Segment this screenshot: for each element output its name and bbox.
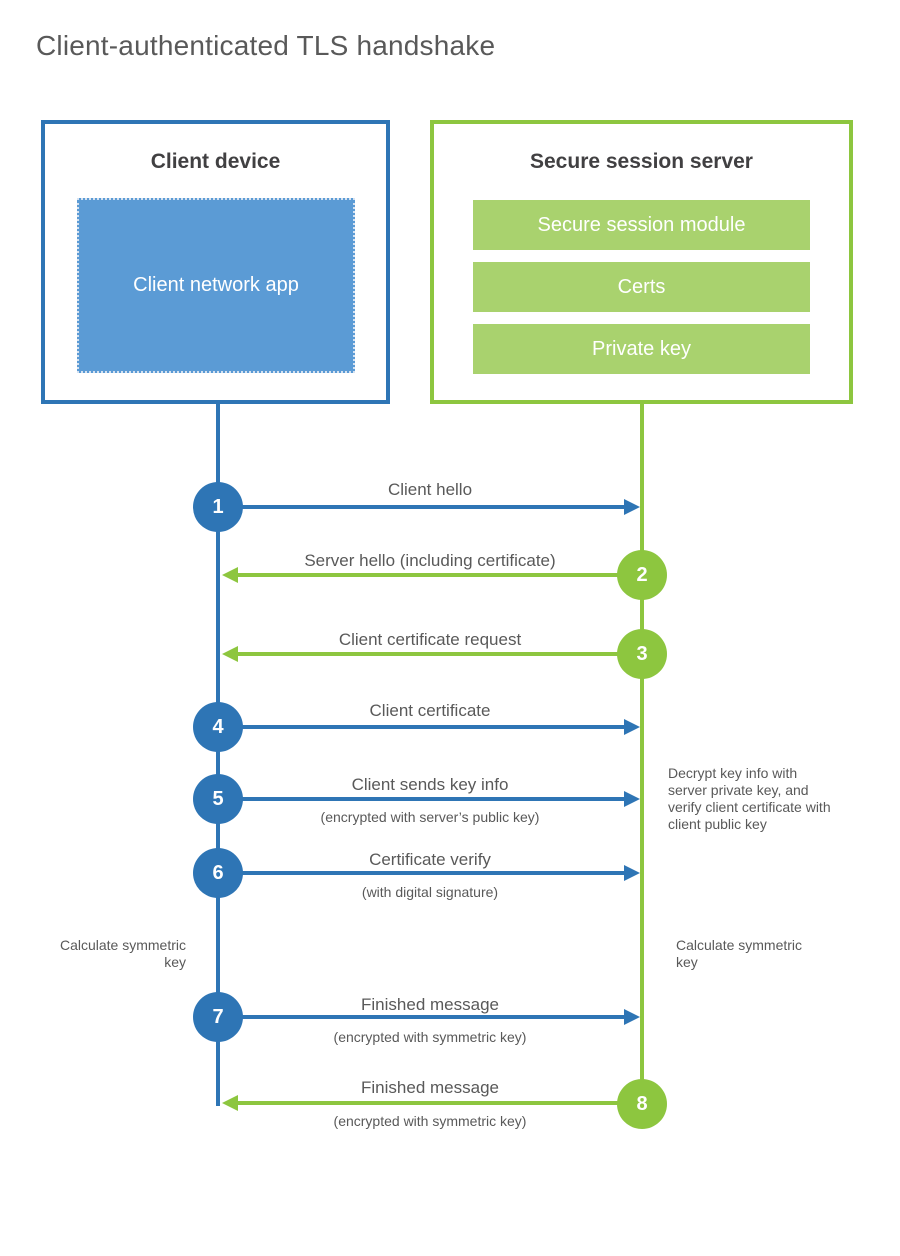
client-lifeline — [216, 404, 220, 1106]
step-circle-2: 2 — [617, 550, 667, 600]
step-circle-4: 4 — [193, 702, 243, 752]
step-number-3: 3 — [636, 642, 648, 665]
step-circle-8: 8 — [617, 1079, 667, 1129]
module-bar-secure-session: Secure session module — [473, 200, 810, 250]
note-decrypt-key-info: Decrypt key info with server private key… — [668, 765, 831, 832]
server-title: Secure session server — [530, 150, 753, 173]
arrowhead-left-icon-3 — [222, 646, 238, 662]
page-title: Client-authenticated TLS handshake — [36, 30, 496, 61]
message-arrow-5 — [218, 797, 624, 801]
step-circle-6: 6 — [193, 848, 243, 898]
module-bar-certs: Certs — [473, 262, 810, 312]
message-sublabel-5: (encrypted with server’s public key) — [320, 809, 540, 825]
message-sublabel-8: (encrypted with symmetric key) — [333, 1113, 527, 1129]
message-label-8: Finished message — [361, 1078, 499, 1097]
message-label-3: Client certificate request — [338, 630, 522, 649]
module-bar-private-key: Private key — [473, 324, 810, 374]
arrowhead-right-icon-5 — [624, 791, 640, 807]
message-arrow-8 — [238, 1101, 620, 1105]
arrowhead-right-icon-6 — [624, 865, 640, 881]
server-lifeline — [640, 404, 644, 1082]
note-calculate-symmetric-key-client: Calculate symmetric key — [59, 937, 186, 970]
arrowhead-left-icon-8 — [222, 1095, 238, 1111]
arrowhead-right-icon-1 — [624, 499, 640, 515]
step-number-1: 1 — [212, 495, 224, 518]
arrowhead-right-icon-7 — [624, 1009, 640, 1025]
message-arrow-3 — [238, 652, 620, 656]
note-calculate-symmetric-key-server: Calculate symmetric key — [676, 937, 803, 970]
message-arrow-2 — [238, 573, 620, 577]
step-circle-5: 5 — [193, 774, 243, 824]
step-circle-3: 3 — [617, 629, 667, 679]
step-circle-1: 1 — [193, 482, 243, 532]
message-arrow-6 — [218, 871, 624, 875]
message-sublabel-6: (with digital signature) — [361, 884, 499, 900]
message-label-2: Server hello (including certificate) — [304, 551, 556, 570]
message-sublabel-7: (encrypted with symmetric key) — [333, 1029, 527, 1045]
message-label-4: Client certificate — [369, 701, 491, 720]
message-label-6: Certificate verify — [369, 850, 491, 869]
arrowhead-right-icon-4 — [624, 719, 640, 735]
step-number-5: 5 — [212, 787, 224, 810]
message-label-1: Client hello — [387, 480, 473, 499]
message-arrow-7 — [218, 1015, 624, 1019]
step-number-6: 6 — [212, 861, 224, 884]
message-label-5: Client sends key info — [351, 775, 509, 794]
arrowhead-left-icon-2 — [222, 567, 238, 583]
step-circle-7: 7 — [193, 992, 243, 1042]
client-network-app-rect: Client network app — [77, 198, 355, 373]
message-arrow-4 — [218, 725, 624, 729]
step-number-4: 4 — [212, 715, 224, 738]
step-number-8: 8 — [636, 1092, 648, 1115]
message-label-7: Finished message — [361, 995, 499, 1014]
client-network-app-label: Client network app — [133, 274, 299, 296]
message-arrow-1 — [218, 505, 624, 509]
client-device-title: Client device — [150, 150, 281, 173]
step-number-2: 2 — [636, 563, 648, 586]
step-number-7: 7 — [212, 1005, 224, 1028]
